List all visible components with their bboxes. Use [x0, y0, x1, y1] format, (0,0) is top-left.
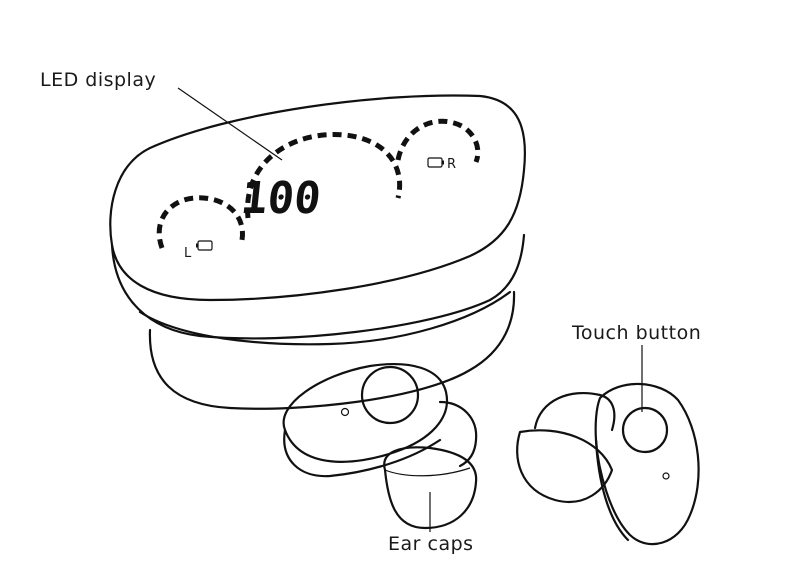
battery-icon-right [427, 157, 443, 168]
left-mic-hole [340, 407, 350, 417]
led-arc-center [245, 131, 403, 219]
battery-icon-right-tip [442, 160, 444, 165]
case-base [148, 290, 516, 410]
case-lid-edge [110, 233, 526, 340]
led-arc-right [395, 118, 481, 163]
left-ear-cap-rim [384, 467, 471, 477]
led-display-label: LED display [40, 69, 156, 91]
led-main-value: 100 [238, 173, 323, 224]
right-mic-hole [662, 472, 670, 480]
battery-icon-left [197, 240, 213, 251]
left-earbud [282, 362, 478, 530]
right-earbud [516, 382, 700, 546]
right-earbud-tip [533, 391, 616, 432]
left-ear-cap [383, 446, 478, 530]
case-seam [138, 290, 512, 346]
left-touch-button [360, 365, 420, 425]
led-arc-left [156, 195, 246, 249]
battery-icon-left-tip [196, 243, 198, 248]
right-ear-cap [516, 429, 614, 503]
led-right-indicator: R [447, 157, 456, 172]
touch-button-label: Touch button [571, 322, 701, 344]
ear-caps-label: Ear caps [388, 533, 474, 555]
left-earbud-underside [283, 428, 442, 478]
case-lid-top [109, 94, 526, 302]
right-touch-button [621, 406, 669, 454]
led-left-indicator: L [184, 246, 192, 261]
right-earbud-side [594, 438, 630, 542]
charging-case: 100 L R [109, 94, 526, 410]
led-display-callout-line [177, 87, 283, 161]
left-earbud-body [282, 362, 449, 463]
